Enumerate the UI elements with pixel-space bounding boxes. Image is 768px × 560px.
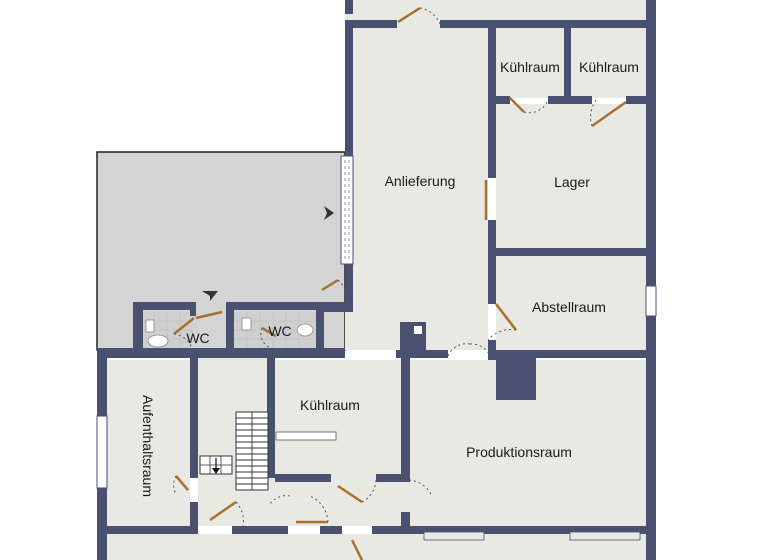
room-label-wc-1: WC	[186, 330, 209, 346]
room-label-anlieferung: Anlieferung	[385, 173, 456, 189]
room-label-kuehlraum-1: Kühlraum	[500, 59, 560, 75]
room-label-kuehlraum-2: Kühlraum	[579, 59, 639, 75]
windows	[96, 155, 657, 541]
arrow-down-icon	[212, 458, 220, 474]
room-label-lager: Lager	[554, 174, 590, 190]
room-label-aufenthaltsraum: Aufenthaltsraum	[140, 395, 156, 497]
wc-tiles	[141, 312, 318, 348]
room-labels: Anlieferung Kühlraum Kühlraum Lager Abst…	[140, 59, 639, 497]
walls	[97, 0, 656, 560]
room-label-produktionsraum: Produktionsraum	[466, 444, 572, 460]
room-label-abstellraum: Abstellraum	[532, 299, 606, 315]
room-label-wc-2: WC	[268, 323, 291, 339]
triangle-arrow-icon	[202, 206, 334, 301]
doors	[173, 6, 627, 560]
shelf	[275, 431, 337, 441]
room-label-kuehlraum-3: Kühlraum	[300, 397, 360, 413]
